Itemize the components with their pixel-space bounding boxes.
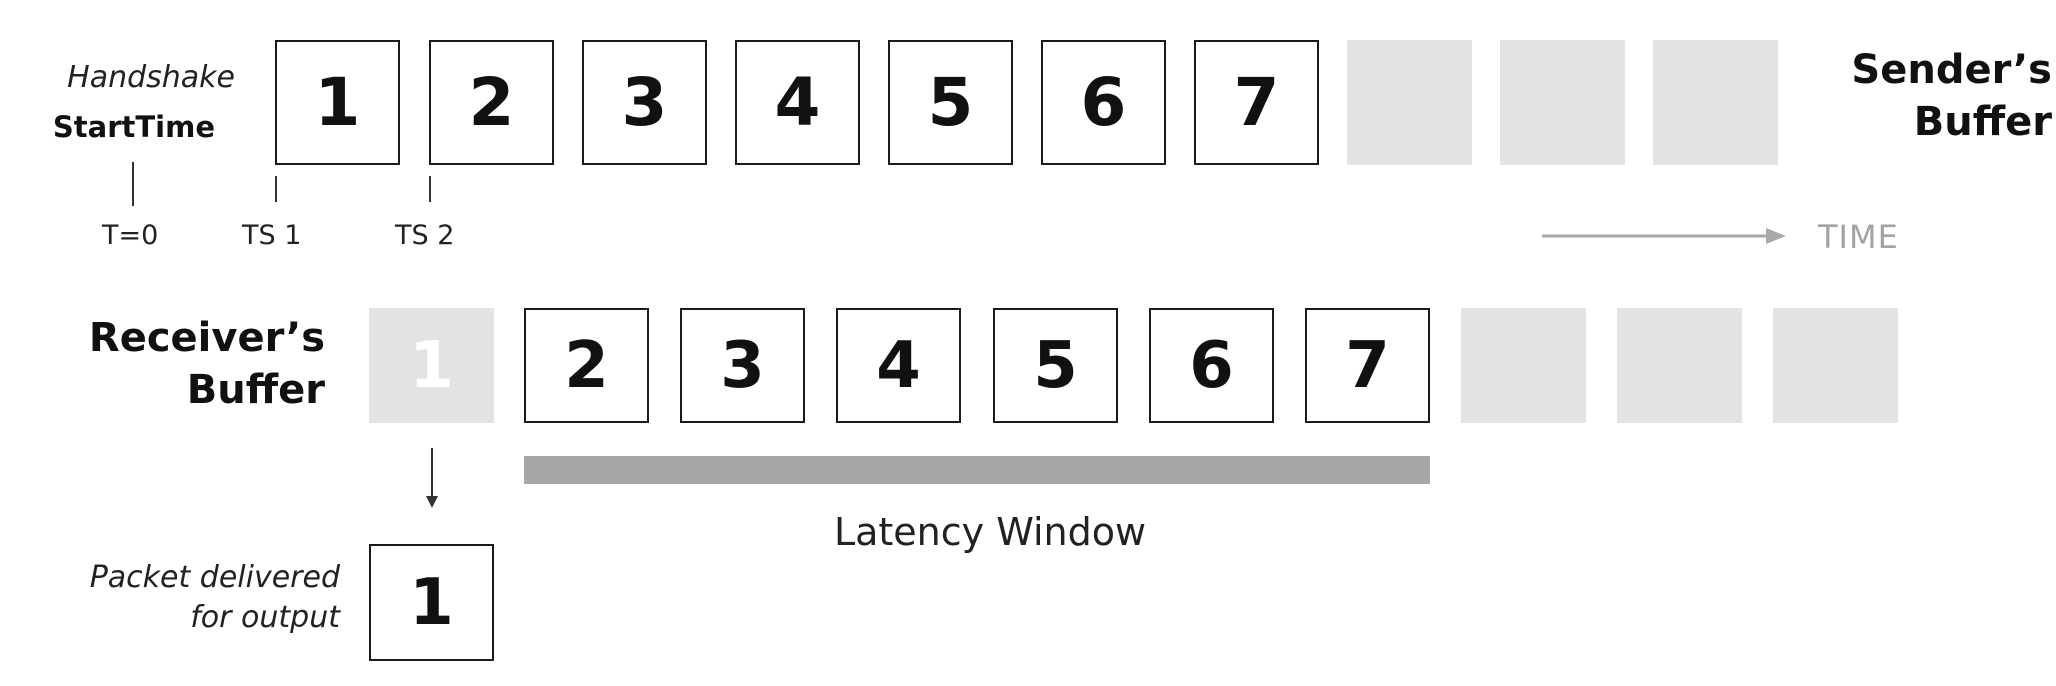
receiver-packet: 2 [524, 308, 649, 423]
output-label: Packet delivered for output [0, 558, 340, 638]
delivery-arrow-icon [426, 448, 438, 508]
sender-empty-slot [1653, 40, 1778, 165]
receiver-delivered-slot: 1 [369, 308, 494, 423]
tick-label-ts2: TS 2 [395, 220, 455, 251]
tick-ts2 [429, 176, 431, 202]
receiver-packet: 5 [993, 308, 1118, 423]
output-label-line2: for output [190, 600, 340, 635]
sender-packet: 1 [275, 40, 400, 165]
sender-buffer-title: Sender’s Buffer [1812, 44, 2052, 148]
output-label-line1: Packet delivered [89, 560, 340, 595]
sender-packet: 5 [888, 40, 1013, 165]
sender-title-line1: Sender’s [1851, 47, 2052, 93]
sender-packet: 3 [582, 40, 707, 165]
sender-title-line2: Buffer [1913, 99, 2052, 145]
sender-packet: 2 [429, 40, 554, 165]
handshake-label: Handshake [0, 58, 235, 98]
starttime-label: StartTime [52, 110, 215, 144]
receiver-empty-slot [1461, 308, 1586, 423]
tick-ts1 [275, 176, 277, 202]
receiver-packet: 4 [836, 308, 961, 423]
tick-label-ts1: TS 1 [242, 220, 302, 251]
receiver-buffer-title: Receiver’s Buffer [20, 312, 325, 416]
time-label: TIME [1818, 218, 1899, 256]
receiver-packet: 3 [680, 308, 805, 423]
handshake-label-top: Handshake [67, 60, 235, 95]
tick-label-t0: T=0 [102, 220, 159, 251]
latency-window-bar [524, 456, 1430, 484]
receiver-title-line2: Buffer [186, 367, 325, 413]
output-packet: 1 [369, 544, 494, 661]
sender-empty-slot [1347, 40, 1472, 165]
receiver-title-line1: Receiver’s [88, 315, 325, 361]
sender-packet: 7 [1194, 40, 1319, 165]
sender-empty-slot [1500, 40, 1625, 165]
receiver-packet: 7 [1305, 308, 1430, 423]
latency-window-label: Latency Window [833, 510, 1147, 554]
receiver-empty-slot [1773, 308, 1898, 423]
time-arrow-icon [1542, 228, 1786, 244]
tick-t0 [132, 162, 134, 206]
receiver-empty-slot [1617, 308, 1742, 423]
sender-packet: 6 [1041, 40, 1166, 165]
sender-packet: 4 [735, 40, 860, 165]
receiver-packet: 6 [1149, 308, 1274, 423]
